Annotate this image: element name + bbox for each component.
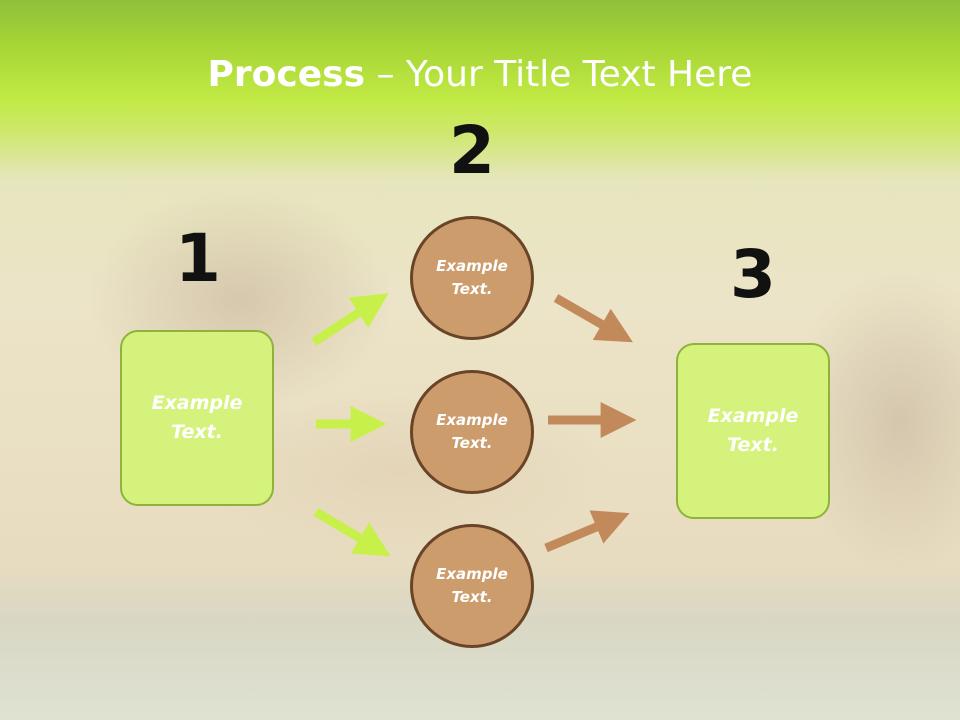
arrow-green-up-icon bbox=[311, 293, 389, 346]
step-2-circle-middle: Example Text. bbox=[410, 370, 534, 494]
step-3-number: 3 bbox=[730, 236, 776, 313]
title-rest: – Your Title Text Here bbox=[365, 54, 753, 95]
step-1-number: 1 bbox=[175, 220, 221, 297]
arrow-green-down-icon bbox=[313, 508, 391, 557]
title-strong: Process bbox=[207, 54, 366, 95]
slide-title: Process – Your Title Text Here bbox=[0, 52, 960, 98]
arrow-brown-up-icon bbox=[544, 510, 630, 553]
arrow-brown-down-icon bbox=[553, 294, 633, 343]
step-2-circle-bottom: Example Text. bbox=[410, 524, 534, 648]
step-3-text: Example Text. bbox=[707, 405, 799, 456]
circle-top-text: Example Text. bbox=[436, 257, 508, 298]
step-2-circle-top: Example Text. bbox=[410, 216, 534, 340]
title-banner bbox=[0, 0, 960, 180]
step-3-box: Example Text. bbox=[676, 343, 830, 519]
circle-bottom-text: Example Text. bbox=[436, 565, 508, 606]
step-1-box: Example Text. bbox=[120, 330, 274, 506]
circle-middle-text: Example Text. bbox=[436, 411, 508, 452]
step-2-number: 2 bbox=[449, 112, 495, 189]
step-1-text: Example Text. bbox=[151, 392, 243, 443]
